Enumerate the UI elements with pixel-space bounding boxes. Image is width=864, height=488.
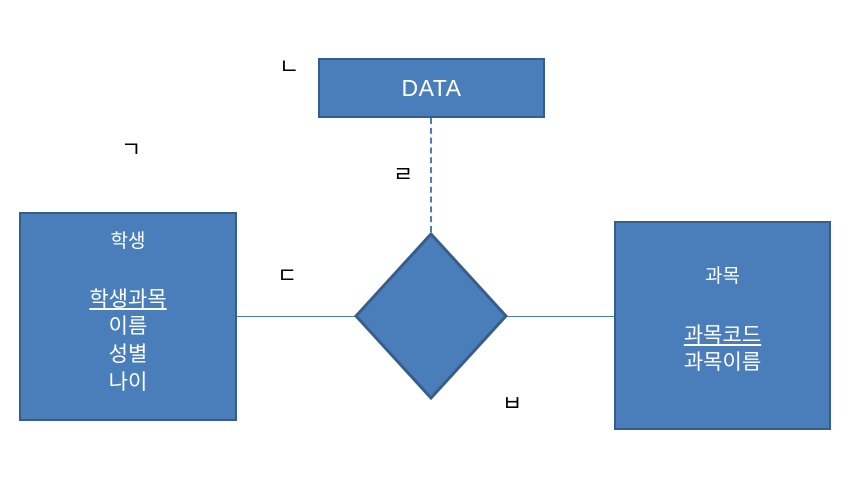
entity-student-attributes: 학생과목 이름 성별 나이 (89, 286, 166, 397)
annotation-label-bieup: ㅂ (502, 392, 523, 417)
entity-course-title: 과목 (705, 266, 740, 287)
connector-relationship-to-course (505, 316, 616, 317)
relationship-diamond-shape (354, 232, 508, 400)
relationship-diamond[interactable] (354, 232, 508, 400)
annotation-label-giyeok: ㄱ (121, 138, 142, 163)
entity-student-attribute-key: 학생과목 (89, 287, 167, 311)
annotation-label-nieun: ㄴ (279, 55, 300, 80)
entity-course-attribute-name: 과목이름 (683, 351, 762, 375)
entity-course-attributes: 과목코드 과목이름 (684, 322, 761, 377)
entity-student-attribute-age: 나이 (108, 370, 148, 394)
connector-student-to-relationship (237, 316, 357, 317)
data-box[interactable]: DATA (318, 58, 545, 118)
annotation-label-rieul: ㄹ (393, 163, 414, 188)
entity-course[interactable]: 과목 과목코드 과목이름 (614, 221, 831, 430)
entity-student-title: 학생 (110, 231, 146, 252)
data-box-label: DATA (401, 74, 462, 101)
entity-student[interactable]: 학생 학생과목 이름 성별 나이 (19, 212, 237, 421)
connector-data-to-relationship (430, 118, 432, 232)
entity-student-attribute-name: 이름 (108, 315, 148, 339)
annotation-label-digeut: ㄷ (277, 264, 298, 289)
entity-course-attribute-key: 과목코드 (683, 323, 762, 347)
entity-student-attribute-gender: 성별 (108, 343, 148, 367)
